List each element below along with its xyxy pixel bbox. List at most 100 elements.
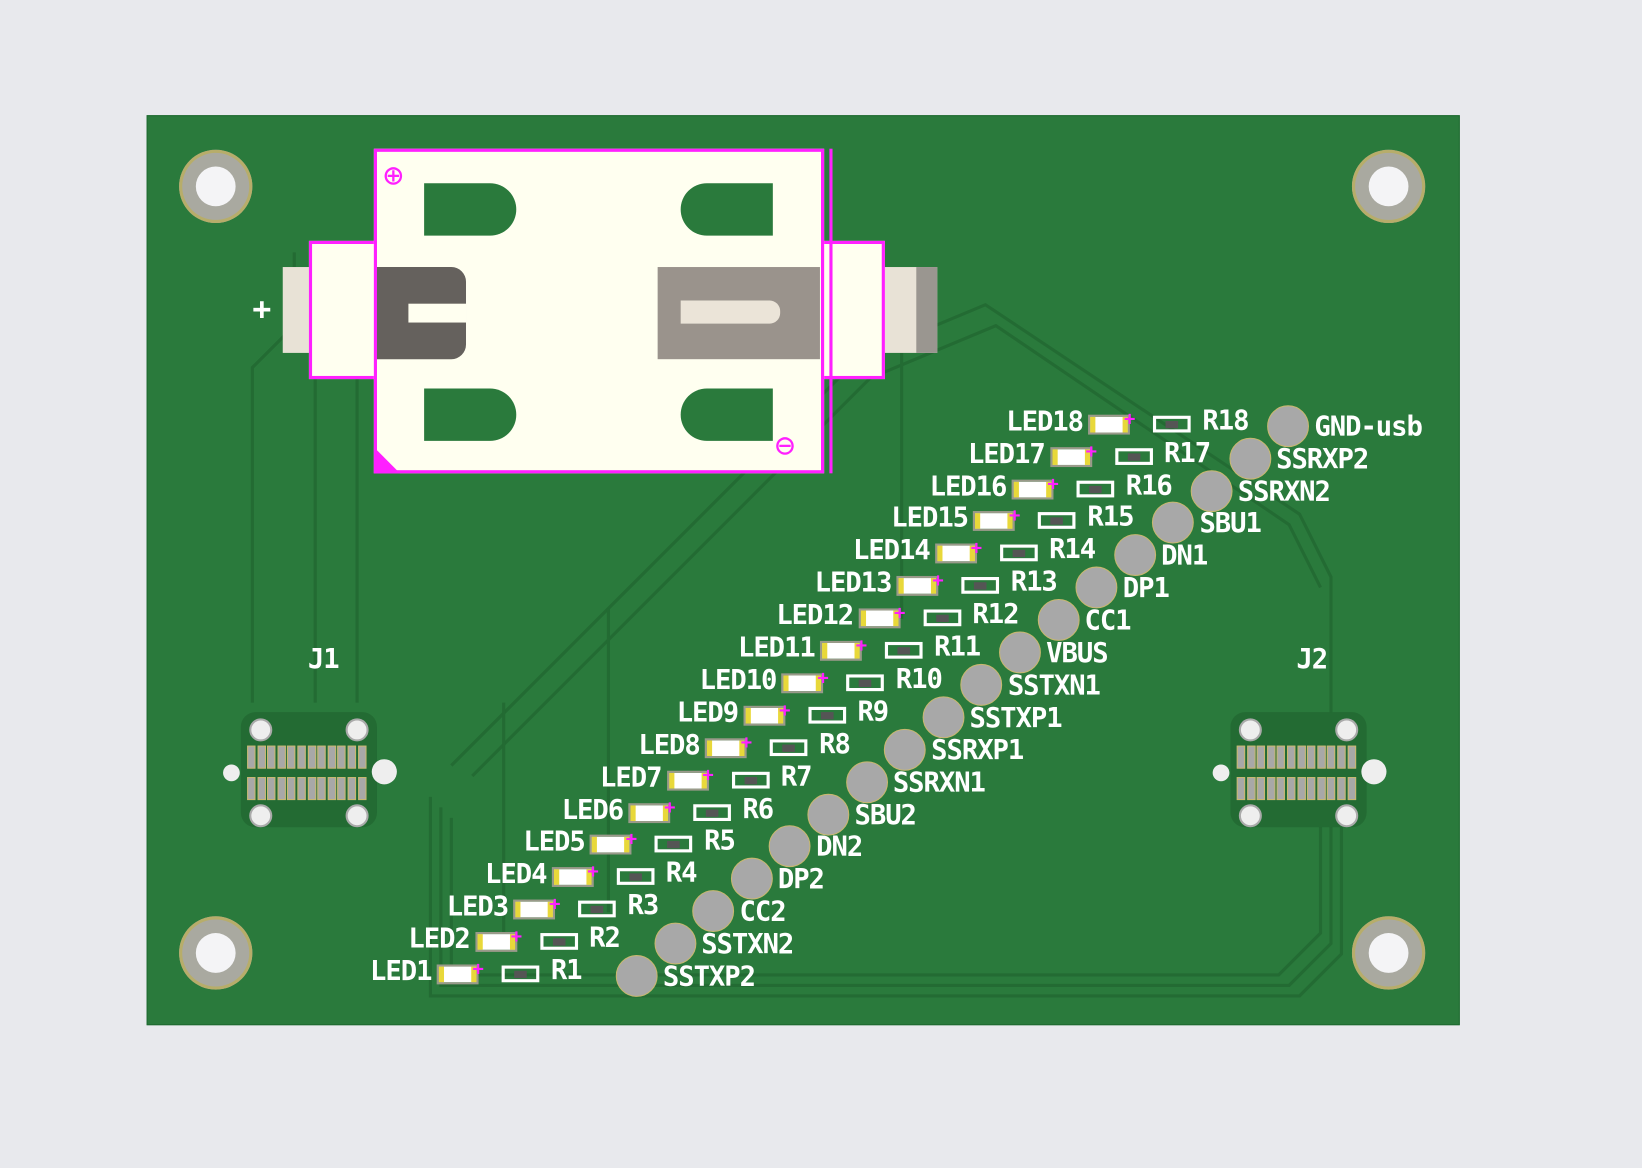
- resistor-label: R15: [1087, 502, 1134, 534]
- led-footprint: [666, 764, 714, 791]
- contact-pad: [1266, 777, 1276, 801]
- alignment-hole: [1212, 764, 1230, 782]
- net-label: SBU1: [1199, 508, 1261, 540]
- battery-plus-label: +: [252, 291, 271, 328]
- test-pad: [730, 857, 773, 900]
- net-label: SSTXP1: [969, 702, 1062, 734]
- contact-pad: [1347, 745, 1356, 769]
- led-footprint: [513, 893, 560, 920]
- contact-pad: [277, 777, 286, 801]
- mounting-hole: [179, 916, 253, 990]
- resistor-label: R2: [589, 922, 621, 955]
- shield-pin: [1335, 804, 1359, 828]
- contact-pad: [267, 745, 276, 769]
- led-label: LED14: [852, 535, 931, 567]
- led-label: LED2: [408, 923, 470, 956]
- contact-pad: [287, 745, 296, 769]
- contact-pad: [287, 777, 296, 801]
- holder-cutout: [424, 388, 517, 441]
- spring-slot: [680, 300, 781, 324]
- contact-pad: [347, 745, 357, 769]
- mounting-hole: [179, 149, 253, 224]
- net-label: GND-usb: [1314, 411, 1422, 443]
- contact-pad: [1276, 745, 1286, 769]
- led-footprint: [858, 602, 905, 629]
- contact-pad: [307, 745, 316, 769]
- contact-pad: [317, 777, 326, 801]
- alignment-hole: [1361, 759, 1387, 785]
- led-footprint: [589, 829, 637, 855]
- led-footprint: [973, 505, 1020, 532]
- resistor-footprint: [501, 965, 540, 983]
- spring-slot: [408, 303, 467, 323]
- test-pad: [1114, 534, 1156, 577]
- resistor-label: R11: [934, 631, 981, 663]
- contact-pad: [1317, 745, 1326, 769]
- resistor-footprint: [884, 641, 923, 659]
- resistor-footprint: [654, 836, 693, 853]
- alignment-hole: [223, 764, 240, 782]
- contact-pad: [1307, 745, 1316, 769]
- contact-pad: [337, 777, 346, 801]
- led-label: LED13: [814, 567, 893, 600]
- net-label: SSTXN2: [701, 928, 794, 961]
- led-footprint: [1049, 440, 1097, 467]
- resistor-footprint: [616, 868, 655, 886]
- j2-label: J2: [1296, 644, 1328, 676]
- resistor-label: R1: [550, 955, 583, 987]
- net-label: DP1: [1122, 573, 1170, 605]
- contact-pad: [1297, 777, 1306, 801]
- led-footprint: [1011, 473, 1059, 499]
- led-label: LED11: [737, 632, 816, 664]
- net-label: SBU2: [854, 799, 917, 831]
- contact-pad: [247, 777, 256, 801]
- shield-pin: [1238, 804, 1262, 828]
- resistor-label: R9: [857, 696, 889, 728]
- battery-holder: ⊕ ⊖: [373, 148, 825, 474]
- net-label: DP2: [777, 864, 825, 896]
- led-label: LED12: [776, 600, 854, 632]
- shield-pin: [249, 718, 273, 742]
- led-label: LED8: [638, 729, 700, 761]
- led-label: LED10: [699, 664, 778, 697]
- net-label: CC2: [739, 896, 787, 929]
- mounting-hole: [1351, 149, 1426, 224]
- led-label: LED18: [1006, 405, 1084, 438]
- resistor-label: R4: [665, 857, 698, 890]
- contact-pad: [1337, 745, 1346, 769]
- test-pad: [615, 955, 658, 997]
- resistor-footprint: [999, 544, 1038, 562]
- resistor-label: R14: [1049, 534, 1096, 566]
- contact-pad: [1236, 777, 1246, 801]
- contact-pad: [257, 745, 266, 769]
- net-label: DN2: [816, 831, 863, 864]
- contact-pad: [1307, 777, 1316, 801]
- led-label: LED5: [523, 826, 585, 859]
- holder-cutout: [680, 183, 773, 236]
- contact-pad: [1327, 777, 1336, 801]
- contact-pad: [1256, 777, 1266, 801]
- led-label: LED15: [891, 503, 969, 535]
- shield-pin: [345, 718, 369, 742]
- net-label: SSTXP2: [662, 961, 756, 993]
- contact-pad: [257, 777, 266, 801]
- resistor-label: R18: [1202, 404, 1249, 437]
- resistor-footprint: [1114, 447, 1153, 465]
- contact-pad: [1276, 777, 1286, 801]
- resistor-footprint: [923, 609, 961, 627]
- net-label: SSRXN1: [892, 767, 986, 799]
- contact-pad: [297, 777, 306, 801]
- resistor-footprint: [1076, 480, 1115, 497]
- contact-pad: [1297, 745, 1306, 769]
- contact-pad: [1317, 777, 1326, 801]
- led-footprint: [896, 570, 944, 597]
- alignment-hole: [371, 759, 397, 785]
- holder-cutout: [424, 183, 517, 236]
- net-label: VBUS: [1046, 637, 1108, 670]
- resistor-footprint: [578, 900, 616, 918]
- led-footprint: [743, 699, 790, 726]
- led-label: LED4: [485, 859, 547, 891]
- test-pad: [922, 696, 965, 739]
- net-label: SSRXN2: [1237, 475, 1331, 508]
